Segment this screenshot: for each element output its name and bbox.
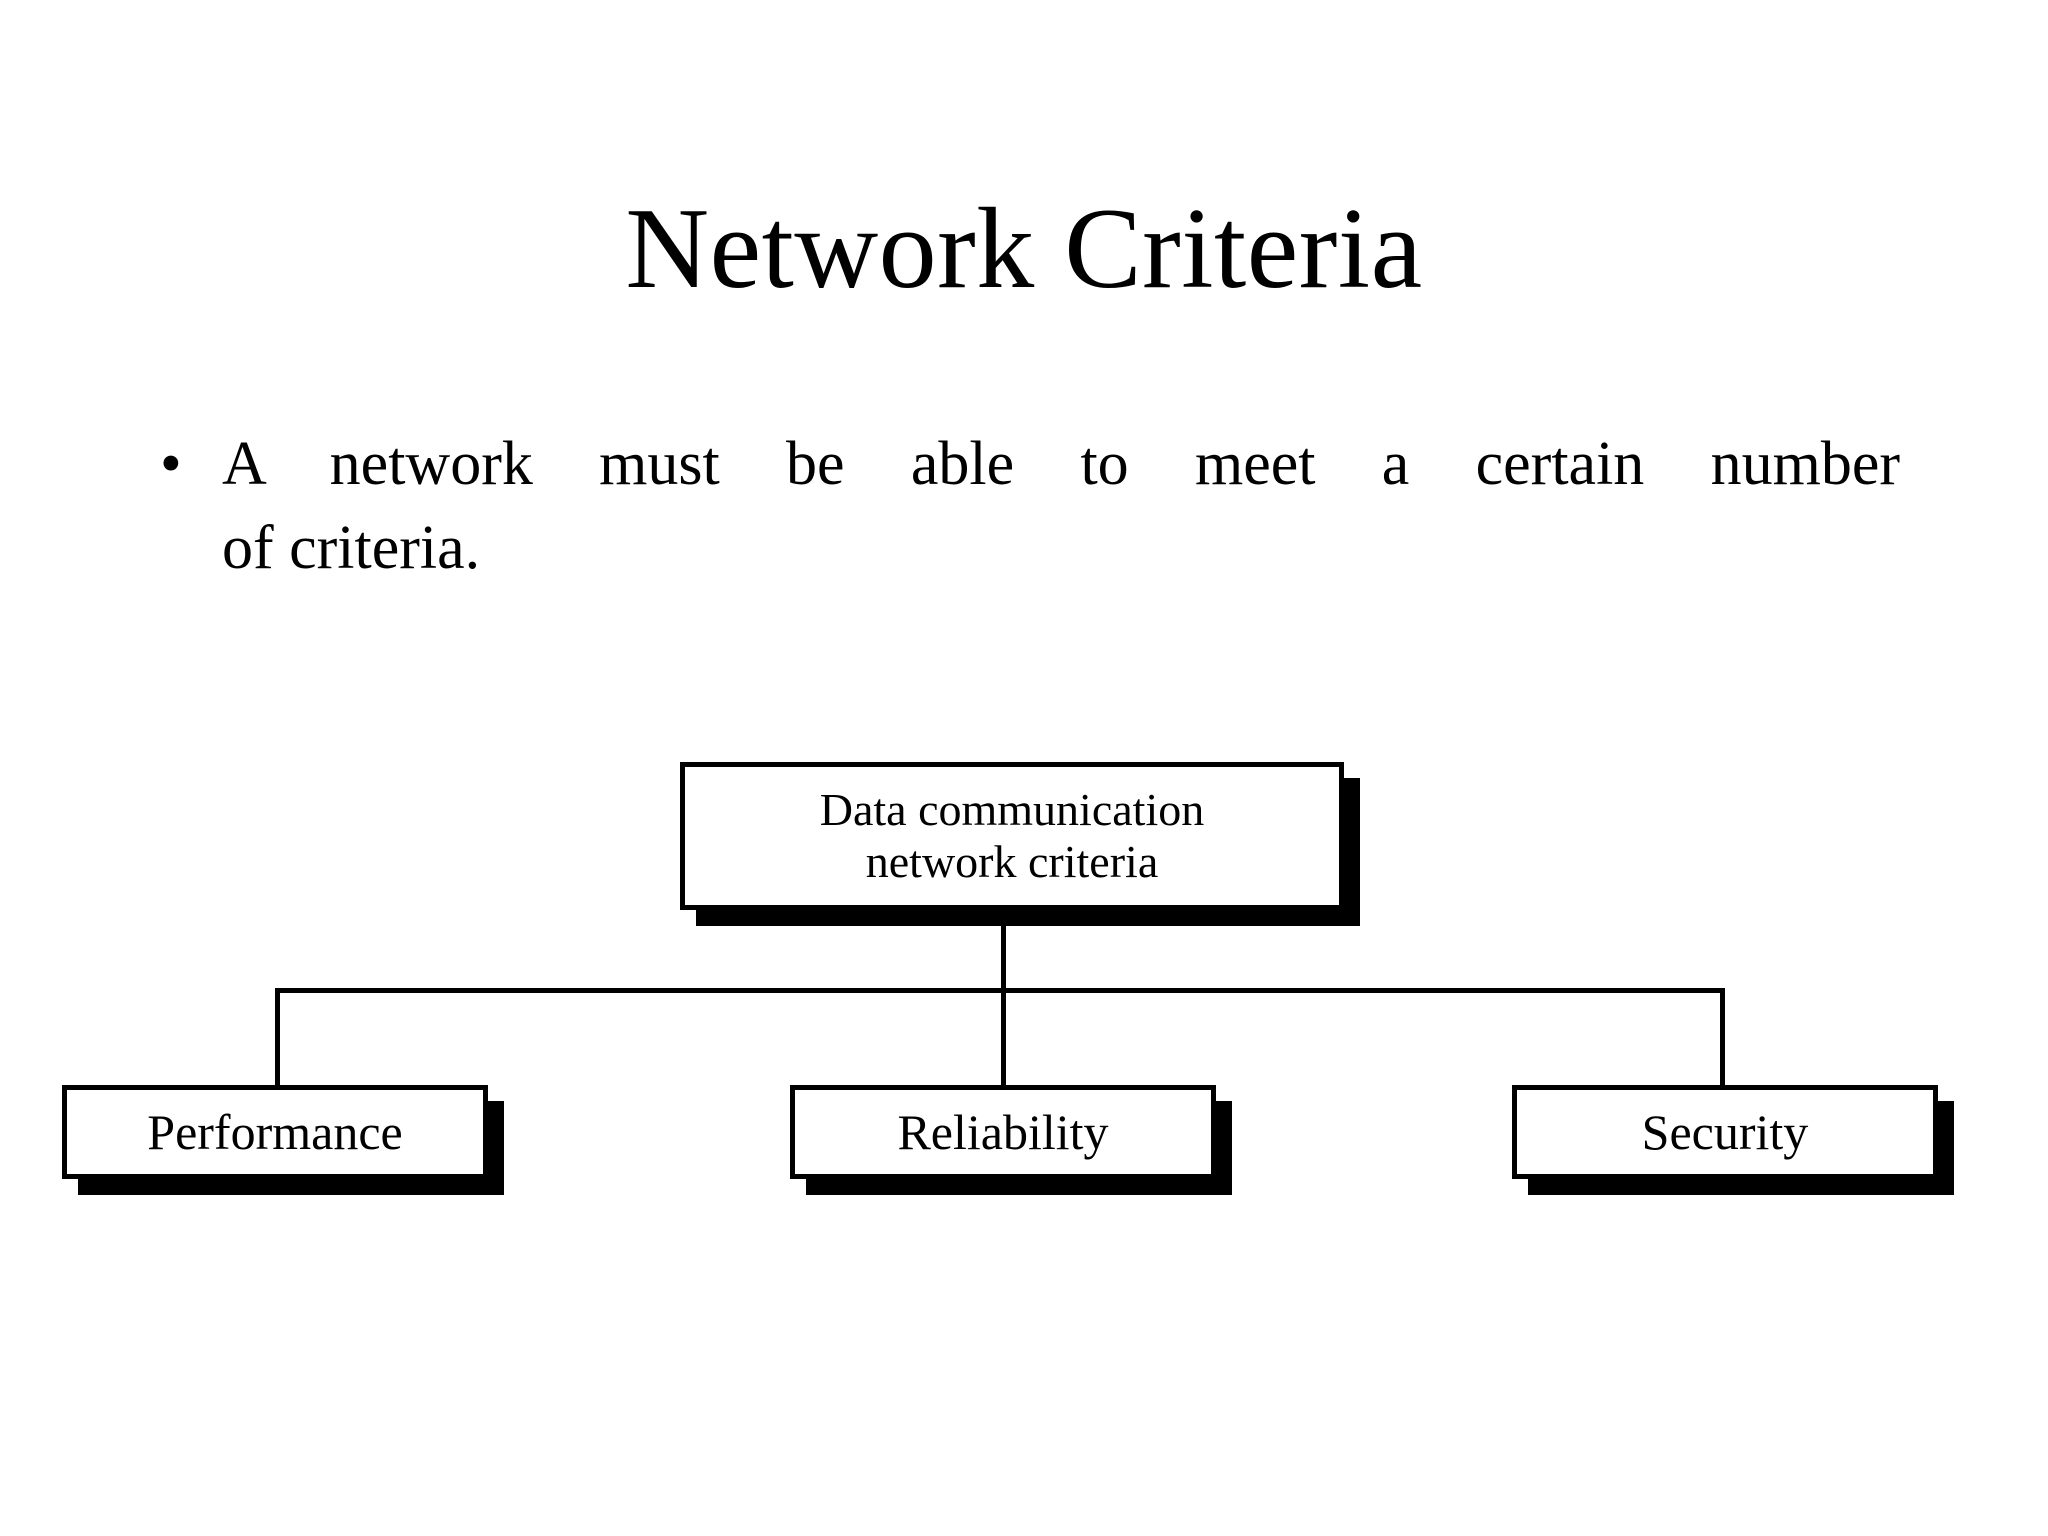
connector-drop-security	[1720, 988, 1725, 1087]
bullet-text-line-2: of criteria.	[222, 514, 481, 582]
bullet-marker-icon: •	[160, 430, 182, 498]
diagram-node-reliability[interactable]: Reliability	[790, 1085, 1216, 1179]
page-title: Network Criteria	[625, 185, 1423, 313]
diagram-node-security[interactable]: Security	[1512, 1085, 1938, 1179]
body-content: • A network must be able to meet a certa…	[160, 422, 1900, 590]
diagram-node-security-label: Security	[1641, 1104, 1809, 1160]
diagram-node-performance-label: Performance	[147, 1104, 403, 1160]
diagram-node-performance[interactable]: Performance	[62, 1085, 488, 1179]
diagram-node-root-label: Data communication network criteria	[819, 784, 1205, 887]
diagram-node-reliability-label: Reliability	[897, 1104, 1109, 1160]
bullet-text: A network must be able to meet a certain…	[222, 422, 1900, 590]
diagram-node-root[interactable]: Data communication network criteria	[680, 762, 1344, 910]
connector-drop-performance	[275, 988, 280, 1087]
connector-drop-reliability	[1001, 988, 1006, 1087]
list-item: • A network must be able to meet a certa…	[160, 422, 1900, 590]
connector-horizontal-bus	[275, 988, 1725, 993]
connector-root-stem	[1001, 910, 1006, 992]
bullet-text-line-1: A network must be able to meet a certain…	[222, 430, 1900, 498]
